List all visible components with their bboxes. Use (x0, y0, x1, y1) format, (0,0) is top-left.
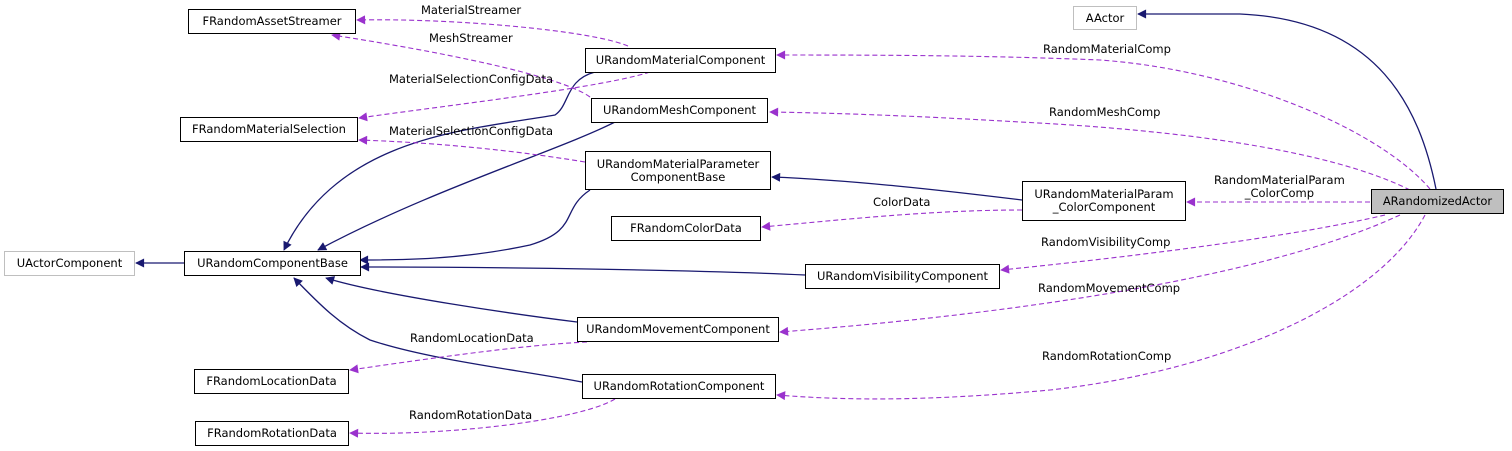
edge-random-material-comp (776, 50, 1431, 190)
edge-paramcolor-to-parameterbase (771, 172, 1023, 201)
edge-arandomizedactor-to-aactor (1137, 9, 1437, 190)
edge-visibility-to-componentbase (360, 262, 806, 276)
label-material-selection-config-data-1: MaterialSelectionConfigData (389, 72, 554, 86)
node-urandommaterialparamcolorcomponent-line1: URandomMaterialParam (1034, 187, 1174, 201)
node-urandomcomponentbase[interactable]: URandomComponentBase (184, 251, 361, 276)
node-urandommovementcomponent[interactable]: URandomMovementComponent (577, 317, 779, 342)
node-aactor[interactable]: AActor (1073, 6, 1137, 30)
edge-random-visibility-comp (1000, 214, 1386, 274)
node-frandommaterialselection[interactable]: FRandomMaterialSelection (180, 117, 358, 142)
node-urandommaterialparametercomponentbase[interactable]: URandomMaterialParameter ComponentBase (585, 151, 771, 190)
label-random-material-param-color-comp-line2: _ColorComp (1244, 186, 1315, 200)
label-material-selection-config-data-2: MaterialSelectionConfigData (389, 124, 554, 138)
label-random-mesh-comp: RandomMeshComp (1049, 105, 1161, 119)
node-uactorcomponent[interactable]: UActorComponent (4, 251, 135, 276)
edge-movement-to-componentbase (325, 276, 578, 323)
node-urandommaterialparametercomponentbase-line2: ComponentBase (630, 169, 726, 184)
edge-materialselection-from-materialcomp (358, 71, 651, 122)
edge-materialcomponent-to-componentbase (283, 71, 596, 251)
label-random-material-comp: RandomMaterialComp (1043, 42, 1171, 56)
edge-color-data (761, 209, 1023, 231)
node-urandommeshcomponent[interactable]: URandomMeshComponent (591, 98, 768, 123)
edge-random-mesh-comp (769, 107, 1411, 191)
edge-parameterbase-to-componentbase (359, 189, 591, 265)
label-random-movement-comp: RandomMovementComp (1038, 281, 1181, 295)
label-random-visibility-comp: RandomVisibilityComp (1041, 235, 1171, 249)
edge-random-location-data (349, 341, 588, 374)
node-urandomvisibilitycomponent[interactable]: URandomVisibilityComponent (805, 264, 1000, 289)
edge-random-rotation-data (349, 398, 616, 438)
label-random-rotation-comp: RandomRotationComp (1042, 349, 1172, 363)
edge-random-rotation-comp (776, 214, 1426, 401)
edge-materialselection-from-parameterbase (358, 135, 586, 163)
node-frandomrotationdata[interactable]: FRandomRotationData (195, 421, 349, 446)
node-arandomizedactor[interactable]: ARandomizedActor (1371, 189, 1504, 214)
label-random-rotation-data: RandomRotationData (409, 408, 533, 422)
edge-random-movement-comp (779, 214, 1401, 336)
label-random-material-param-color-comp: RandomMaterialParam _ColorComp (1214, 174, 1345, 200)
edge-materialstreamer (356, 15, 629, 47)
label-random-material-param-color-comp-line1: RandomMaterialParam (1214, 173, 1345, 187)
node-urandommaterialparamcolorcomponent-line2: _ColorComponent (1052, 200, 1156, 214)
node-frandomcolordata[interactable]: FRandomColorData (611, 216, 761, 241)
node-frandomlocationdata[interactable]: FRandomLocationData (194, 369, 349, 394)
label-material-streamer: MaterialStreamer (421, 3, 522, 17)
node-urandommaterialparamcolorcomponent[interactable]: URandomMaterialParam _ColorComponent (1022, 181, 1186, 221)
node-urandommaterialcomponent[interactable]: URandomMaterialComponent (585, 48, 776, 73)
label-random-location-data: RandomLocationData (410, 331, 534, 345)
label-color-data: ColorData (873, 195, 931, 209)
node-frandomassetstreamer[interactable]: FRandomAssetStreamer (188, 9, 356, 34)
edge-meshstreamer (331, 31, 591, 98)
edge-rotation-to-componentbase (293, 277, 583, 383)
edge-meshcomponent-to-componentbase (317, 121, 616, 251)
node-urandommaterialparametercomponentbase-line1: URandomMaterialParameter (596, 156, 760, 171)
label-mesh-streamer: MeshStreamer (429, 31, 513, 45)
node-urandomrotationcomponent[interactable]: URandomRotationComponent (582, 374, 776, 399)
